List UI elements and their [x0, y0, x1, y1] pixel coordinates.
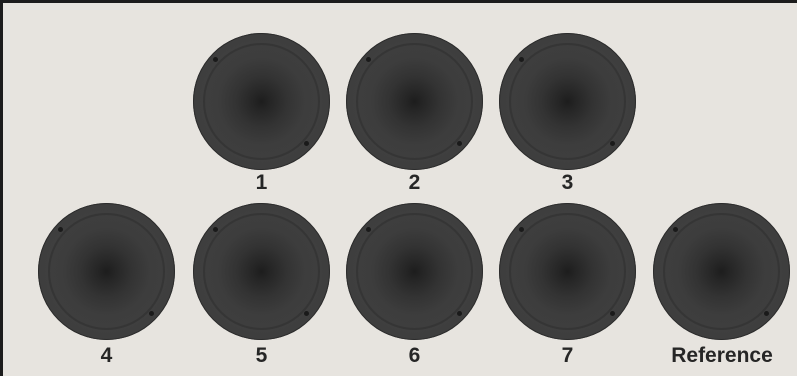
speaker-label-5: 5	[193, 344, 330, 368]
mount-screw	[149, 311, 154, 316]
mount-screw	[304, 141, 309, 146]
speaker-label-1: 1	[193, 171, 330, 195]
mount-screw	[366, 227, 371, 232]
mount-screw	[58, 227, 63, 232]
speaker-label-7: 7	[499, 344, 636, 368]
speaker-7[interactable]	[499, 203, 636, 340]
mount-screw	[673, 227, 678, 232]
speaker-2[interactable]	[346, 33, 483, 170]
speaker-cone	[203, 213, 320, 330]
speaker-cone	[509, 213, 626, 330]
mount-screw	[457, 311, 462, 316]
speaker-3[interactable]	[499, 33, 636, 170]
mount-screw	[610, 311, 615, 316]
speaker-label-2: 2	[346, 171, 483, 195]
mount-screw	[519, 57, 524, 62]
mount-screw	[457, 141, 462, 146]
mount-screw	[304, 311, 309, 316]
speaker-6[interactable]	[346, 203, 483, 340]
speaker-reference[interactable]	[653, 203, 790, 340]
speaker-cone	[356, 213, 473, 330]
speaker-label-reference: Reference	[647, 344, 797, 368]
mount-screw	[366, 57, 371, 62]
mount-screw	[213, 57, 218, 62]
speaker-label-4: 4	[38, 344, 175, 368]
mount-screw	[213, 227, 218, 232]
speaker-cone	[663, 213, 780, 330]
mount-screw	[610, 141, 615, 146]
speaker-4[interactable]	[38, 203, 175, 340]
speaker-cone	[203, 43, 320, 160]
speaker-label-3: 3	[499, 171, 636, 195]
speaker-cone	[48, 213, 165, 330]
speaker-5[interactable]	[193, 203, 330, 340]
mount-screw	[519, 227, 524, 232]
speaker-label-6: 6	[346, 344, 483, 368]
speaker-cone	[356, 43, 473, 160]
speaker-1[interactable]	[193, 33, 330, 170]
mount-screw	[764, 311, 769, 316]
speaker-cone	[509, 43, 626, 160]
